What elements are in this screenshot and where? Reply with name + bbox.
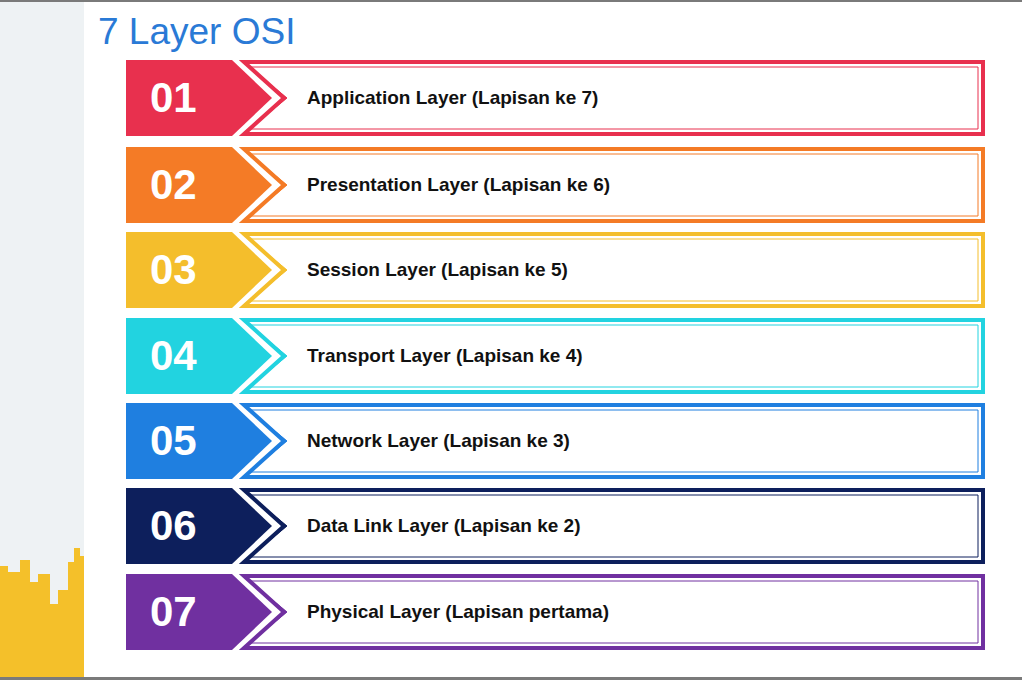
layer-box: Data Link Layer (Lapisan ke 2) [242,488,985,564]
layer-name: Data Link Layer (Lapisan ke 2) [242,515,601,537]
badge-shape [126,488,272,564]
layer-number-badge: 06 [126,488,272,564]
layer-name: Session Layer (Lapisan ke 5) [242,259,588,281]
slide-title: 7 Layer OSI [98,12,295,53]
layer-number-badge: 05 [126,403,272,479]
layer-number: 06 [126,502,197,550]
bottom-border [0,677,1022,680]
layer-box: Application Layer (Lapisan ke 7) [242,60,985,136]
badge-fill [126,403,272,479]
layer-name: Physical Layer (Lapisan pertama) [242,601,629,623]
layer-name: Presentation Layer (Lapisan ke 6) [242,174,630,196]
layer-name: Application Layer (Lapisan ke 7) [242,87,618,109]
layer-name: Transport Layer (Lapisan ke 4) [242,345,603,367]
city-silhouette [0,548,84,680]
layer-number: 02 [126,161,197,209]
layer-box: Transport Layer (Lapisan ke 4) [242,318,985,394]
layer-number-badge: 02 [126,147,272,223]
side-panel [0,0,84,680]
layer-number: 01 [126,74,197,122]
badge-shape [126,403,272,479]
layer-box: Physical Layer (Lapisan pertama) [242,574,985,650]
layer-number: 07 [126,588,197,636]
layer-number: 03 [126,246,197,294]
layer-number-badge: 01 [126,60,272,136]
layer-number: 04 [126,332,197,380]
badge-shape [126,147,272,223]
badge-shape [126,574,272,650]
layer-box: Session Layer (Lapisan ke 5) [242,232,985,308]
badge-fill [126,574,272,650]
badge-shape [126,318,272,394]
layer-box: Network Layer (Lapisan ke 3) [242,403,985,479]
badge-fill [126,318,272,394]
badge-fill [126,232,272,308]
layer-number-badge: 04 [126,318,272,394]
layer-name: Network Layer (Lapisan ke 3) [242,430,590,452]
badge-shape [126,232,272,308]
badge-shape [126,60,272,136]
layer-number-badge: 07 [126,574,272,650]
layer-number-badge: 03 [126,232,272,308]
layer-number: 05 [126,417,197,465]
badge-fill [126,60,272,136]
badge-fill [126,488,272,564]
top-border [0,0,1022,2]
badge-fill [126,147,272,223]
layer-box: Presentation Layer (Lapisan ke 6) [242,147,985,223]
